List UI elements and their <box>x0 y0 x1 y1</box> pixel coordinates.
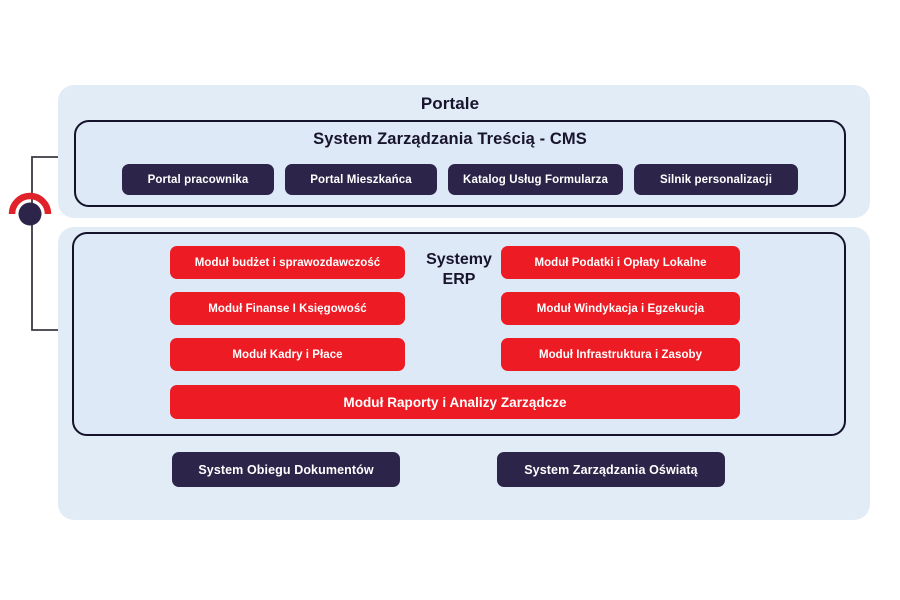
system-box-obiegu-dokumentow[interactable]: System Obiegu Dokumentów <box>172 452 400 487</box>
erp-module-finanse-i-ksiegowosc[interactable]: Moduł Finanse I Księgowość <box>170 292 405 325</box>
integration-connector-left[interactable] <box>8 192 52 226</box>
erp-module-infrastruktura-i-zasoby[interactable]: Moduł Infrastruktura i Zasoby <box>501 338 740 371</box>
erp-module-kadry-i-place[interactable]: Moduł Kadry i Płace <box>170 338 405 371</box>
portal-box-portal-mieszkanca[interactable]: Portal Mieszkańca <box>285 164 437 195</box>
portal-box-portal-pracownika[interactable]: Portal pracownika <box>122 164 274 195</box>
erp-label-line2: ERP <box>442 271 476 289</box>
erp-module-raporty-i-analizy-zarzadcze[interactable]: Moduł Raporty i Analizy Zarządcze <box>170 385 740 419</box>
erp-module-podatki-i-oplaty-lokalne[interactable]: Moduł Podatki i Opłaty Lokalne <box>501 246 740 279</box>
cms-title: System Zarządzania Treścią - CMS <box>313 130 587 148</box>
connector-arc-icon <box>8 192 52 215</box>
system-box-zarzadzania-oswiata[interactable]: System Zarządzania Oświatą <box>497 452 725 487</box>
erp-module-windykacja-i-egzekucja[interactable]: Moduł Windykacja i Egzekucja <box>501 292 740 325</box>
erp-label-line1: Systemy <box>426 251 492 268</box>
connector-node-icon <box>18 202 42 226</box>
erp-module-budzet-i-sprawozdawczosc[interactable]: Moduł budżet i sprawozdawczość <box>170 246 405 279</box>
portale-title: Portale <box>420 94 480 113</box>
erp-label: Systemy ERP <box>411 250 507 291</box>
portal-box-katalog-uslug-formularza[interactable]: Katalog Usług Formularza <box>448 164 623 195</box>
portal-box-silnik-personalizacji[interactable]: Silnik personalizacji <box>634 164 798 195</box>
